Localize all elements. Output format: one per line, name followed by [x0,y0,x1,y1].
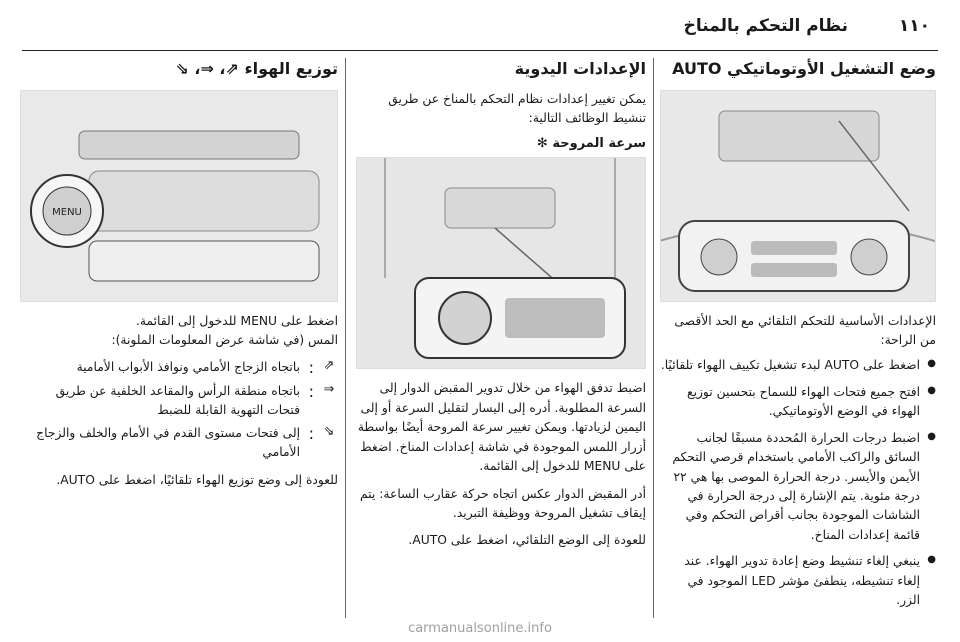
list-item: اضغط على AUTO لبدء تشغيل تكييف الهواء تل… [660,356,936,375]
auto-mode-heading: وضع التشغيل الأوتوماتيكي AUTO [672,59,936,78]
mode-description: باتجاه منطقة الرأس والمقاعد الخلفية عن ط… [55,384,300,417]
manual-intro: يمكن تغيير إعدادات نظام التحكم بالمناخ ع… [388,91,646,126]
menu-intro: اضغط على MENU للدخول إلى القائمة. [135,313,338,328]
air-mode-row: ⇒ : باتجاه منطقة الرأس والمقاعد الخلفية … [20,382,338,419]
mode-description: باتجاه الزجاج الأمامي ونوافذ الأبواب الأ… [76,360,300,375]
mode-separator: : [308,424,314,444]
air-distribution-heading: توزيع الهواء ⇗، ⇒، ⇘ [175,59,338,78]
fan-icon: ✻ [536,136,548,152]
fan-auto-body: للعودة إلى الوضع التلقائي، اضغط على AUTO… [408,533,646,548]
foot-air-icon: ⇘ [323,424,335,440]
fan-speed-body: اضبط تدفق الهواء من خلال تدوير المقبض ال… [357,381,646,474]
mode-separator: : [308,382,314,402]
fan-off-body: أدر المقبض الدوار عكس اتجاه حركة عقارب ا… [360,486,646,520]
climate-panel-figure [660,89,936,302]
page-header: ١١٠ نظام التحكم بالمناخ [0,0,960,51]
mode-separator: : [308,358,314,378]
column-divider [653,58,654,618]
fan-speed-subheading: سرعة المروحة ✻ [536,136,646,152]
manual-settings-column: الإعدادات اليدوية يمكن تغيير إعدادات نظا… [356,58,646,618]
watermark: carmanualsonline.info [408,621,552,636]
header-divider [22,50,938,51]
list-item: اضبط درجات الحرارة المُحددة مسبقًا لجانب… [660,429,936,546]
column-divider [345,58,346,618]
air-auto-outro: للعودة إلى وضع توزيع الهواء تلقائيًا، اض… [56,473,338,488]
air-mode-row: ⇗ : باتجاه الزجاج الأمامي ونوافذ الأبواب… [20,358,338,377]
auto-intro: الإعدادات الأساسية للتحكم التلقائي مع ال… [674,313,936,348]
manual-heading: الإعدادات اليدوية [514,59,646,78]
fan-knob-figure [356,157,646,370]
list-item: ينبغي إلغاء تنشيط وضع إعادة تدوير الهواء… [660,552,936,610]
windscreen-air-icon: ⇗ [323,358,335,374]
air-mode-icons: ⇗، ⇒، ⇘ [175,59,239,78]
page-title: نظام التحكم بالمناخ [683,16,848,36]
auto-mode-column: وضع التشغيل الأوتوماتيكي AUTO الإعدادات … [660,58,936,618]
list-item: افتح جميع فتحات الهواء للسماح بتحسين توز… [660,383,936,422]
mode-description: إلى فتحات مستوى القدم في الأمام والخلف و… [36,426,300,459]
head-air-icon: ⇒ [323,382,335,398]
auto-steps-list: اضغط على AUTO لبدء تشغيل تكييف الهواء تل… [660,356,936,610]
air-mode-row: ⇘ : إلى فتحات مستوى القدم في الأمام والخ… [20,424,338,461]
svg-text:MENU: MENU [52,207,82,218]
menu-button-illustration: MENU [21,90,337,301]
air-distribution-column: توزيع الهواء ⇗، ⇒، ⇘ MENU اضغط على MENU … [20,58,338,618]
page-number: ١١٠ [898,16,930,36]
dashboard-illustration [661,90,935,301]
fan-knob-illustration [357,158,645,369]
touch-intro: المس (في شاشة عرض المعلومات الملونة): [111,333,338,348]
menu-button-figure: MENU [20,89,338,302]
